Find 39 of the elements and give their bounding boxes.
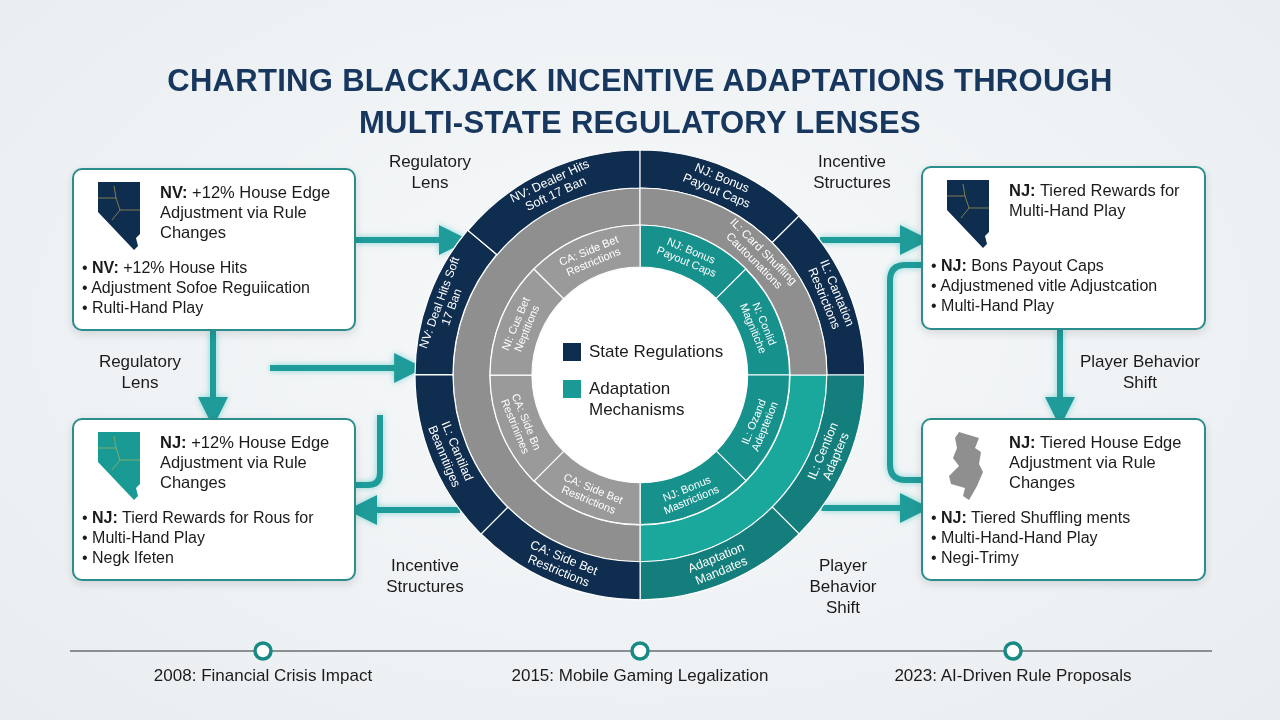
bullet-item: • Negi-Trimy [931,548,1020,568]
card-heading: NJ: Tiered House Edge Adjustment via Rule Changes [1009,432,1183,492]
edge-label: Incentive Structures [812,151,892,193]
edge-label: Incentive Structures [385,555,465,597]
card-heading: NJ: +12% House Edge Adjustment via Rule Changes [160,432,331,492]
timeline-label: 2008: Financial Crisis Impact [153,666,373,686]
info-card [921,418,1206,581]
ring-segment [533,225,640,299]
card-heading: NV: +12% House Edge Adjustment via Rule Changes [160,182,332,242]
edge-label: Regulatory Lens [387,151,473,193]
bullet-item: • NJ: Tiered Shuffling ments [931,508,1132,528]
edge-label: Player Behavior Shift [1079,351,1201,393]
bullet-item: • Multi-Hand Play [82,528,206,548]
bullet-item: • Multi-Hand Play [931,296,1055,316]
bullet-item: • Negk Ifeten [82,548,175,568]
ring-segment [640,451,747,525]
bullet-item: • Rulti-Hand Play [82,298,205,318]
timeline-label: 2023: AI-Driven Rule Proposals [894,666,1132,686]
legend-text: Adaptation Mechanisms [589,378,686,420]
segment-label: NV: Dealer Hits Soft 17 Ban [506,155,593,216]
bullet-item: • NJ: Bons Payout Caps [931,256,1105,276]
connector-line [887,262,921,483]
info-card [72,168,356,331]
info-card [921,166,1206,330]
bullet-item: • NV: +12% House Hits [82,258,249,278]
bullet-item: • Adjustment Sofoe Reguiication [82,278,311,298]
timeline-label: 2015: Mobile Gaming Legalization [511,666,769,686]
bullet-item: • Multi-Hand-Hand Play [931,528,1099,548]
segment-label: NV: Deal Hits Soft 17 Ban [416,253,467,352]
edge-label: Regulatory Lens [97,351,183,393]
card-heading: NJ: Tiered Rewards for Multi-Hand Play [1009,180,1181,220]
bullet-item: • Adjustmened vitle Adjustcation [931,276,1159,296]
ring-segment [490,375,564,482]
info-card [72,418,356,581]
edge-label: Player Behavior Shift [808,554,878,618]
bullet-item: • NJ: Tierd Rewards for Rous for [82,508,315,528]
title: CHARTING BLACKJACK INCENTIVE ADAPTATIONS THROUGH MULTI-STATE REGULATORY LENSES [166,62,1114,142]
legend-text: State Regulations [589,341,724,362]
connector-line [356,415,383,488]
